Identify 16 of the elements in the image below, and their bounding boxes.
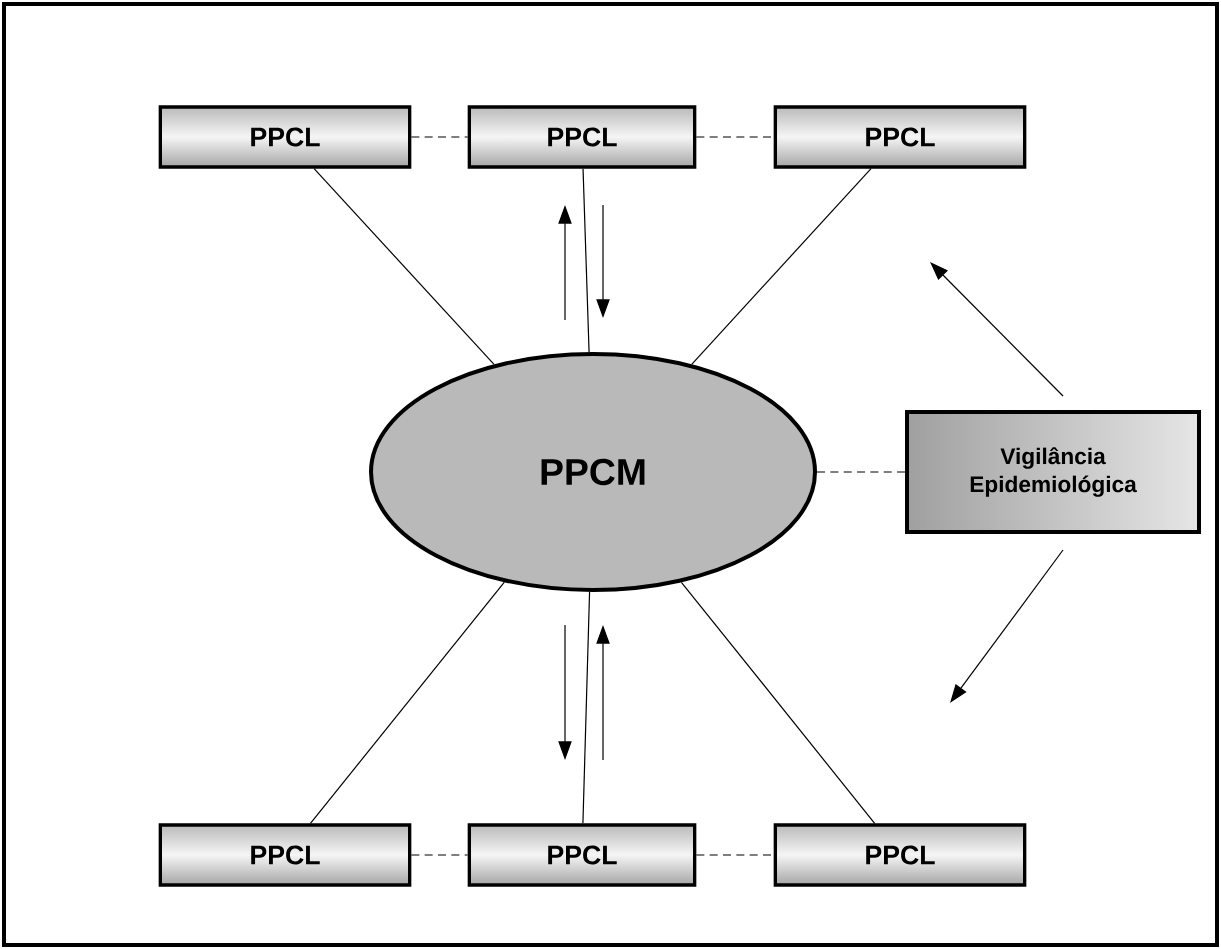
connector-line	[309, 581, 505, 824]
connector-line	[410, 136, 469, 138]
connector-line	[410, 854, 469, 856]
connector-line	[582, 168, 590, 353]
process-box: PPCL	[467, 823, 697, 887]
connector-line	[816, 471, 906, 473]
surveillance-box: Vigilância Epidemiológica	[905, 410, 1201, 534]
process-box: PPCL	[773, 823, 1027, 887]
connector-line	[313, 168, 495, 365]
connector-line	[680, 581, 876, 824]
connector-line	[582, 591, 591, 824]
connector-line	[691, 168, 872, 365]
process-box: PPCL	[158, 823, 412, 887]
process-box: PPCL	[467, 105, 697, 169]
process-box: PPCL	[773, 105, 1027, 169]
process-box: PPCL	[158, 105, 412, 169]
